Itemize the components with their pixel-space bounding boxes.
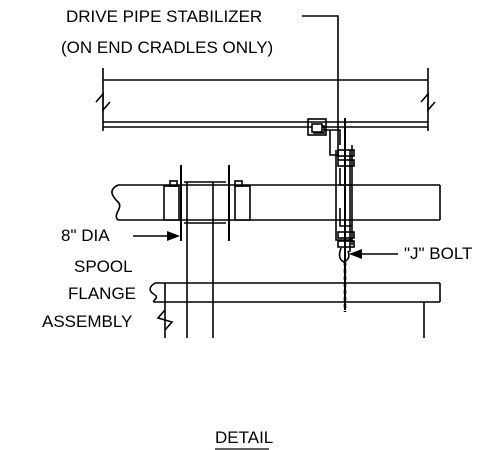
lower-pipe (149, 282, 441, 338)
flange-assembly (163, 165, 251, 338)
stabilizer-clamp (307, 118, 341, 156)
jbolt-arrowhead (349, 249, 362, 259)
spool-label: SPOOL (74, 257, 133, 276)
assembly-label: ASSEMBLY (42, 312, 133, 331)
stabilizer-label-line2: (ON END CRADLES ONLY) (61, 38, 274, 57)
stabilizer-label-line1: DRIVE PIPE STABILIZER (66, 7, 263, 26)
stabilizer-leader (302, 15, 339, 160)
flange-label: FLANGE (68, 284, 137, 303)
dia-label: 8" DIA (61, 226, 110, 245)
top-beam (95, 68, 436, 131)
dia-arrowhead (167, 231, 180, 241)
j-bolt-chain (338, 247, 350, 312)
detail-title: DETAIL (215, 428, 274, 447)
drive-pipe (111, 184, 441, 221)
jbolt-label: "J" BOLT (404, 244, 473, 263)
